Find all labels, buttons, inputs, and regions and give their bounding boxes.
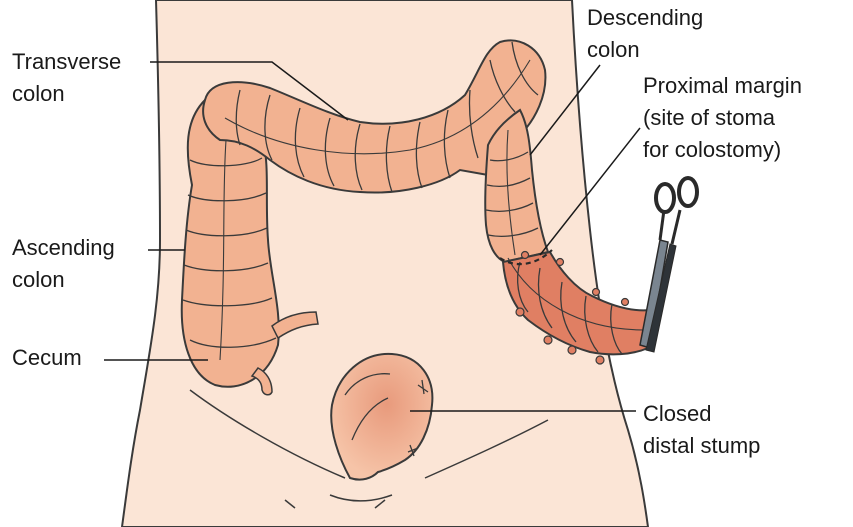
label-ascending-colon: Ascending colon [12, 232, 115, 296]
label-ascending-colon-line1: Ascending [12, 235, 115, 260]
transverse-colon [202, 39, 547, 194]
descending-colon [484, 108, 550, 264]
label-closed-distal-stump-line2: distal stump [643, 433, 761, 458]
appendix [250, 367, 273, 396]
leader-descending-colon [529, 64, 601, 156]
colon [180, 39, 652, 396]
label-closed-distal-stump: Closed distal stump [643, 398, 760, 462]
pelvis-lines [189, 389, 549, 509]
leader-transverse-colon [150, 61, 349, 121]
leader-proximal-margin [539, 127, 641, 256]
label-cecum-line1: Cecum [12, 345, 82, 370]
label-proximal-margin-line3: for colostomy) [643, 137, 782, 162]
label-proximal-margin: Proximal margin (site of stoma for colos… [643, 70, 802, 166]
label-descending-colon-line2: colon [587, 37, 640, 62]
label-proximal-margin-line2: (site of stoma [643, 105, 776, 130]
surgical-clamp [639, 176, 699, 353]
ileum [271, 311, 319, 340]
label-descending-colon: Descending colon [587, 2, 703, 66]
closed-distal-stump [330, 352, 434, 481]
label-descending-colon-line1: Descending [587, 5, 704, 30]
label-cecum: Cecum [12, 342, 82, 374]
label-transverse-colon: Transverse colon [12, 46, 121, 110]
proximal-margin-line [499, 249, 553, 266]
label-proximal-margin-line1: Proximal margin [643, 73, 802, 98]
label-transverse-colon-line1: Transverse [12, 49, 122, 74]
leader-lines [104, 61, 641, 412]
label-closed-distal-stump-line1: Closed [643, 401, 712, 426]
label-transverse-colon-line2: colon [12, 81, 65, 106]
label-ascending-colon-line2: colon [12, 267, 65, 292]
